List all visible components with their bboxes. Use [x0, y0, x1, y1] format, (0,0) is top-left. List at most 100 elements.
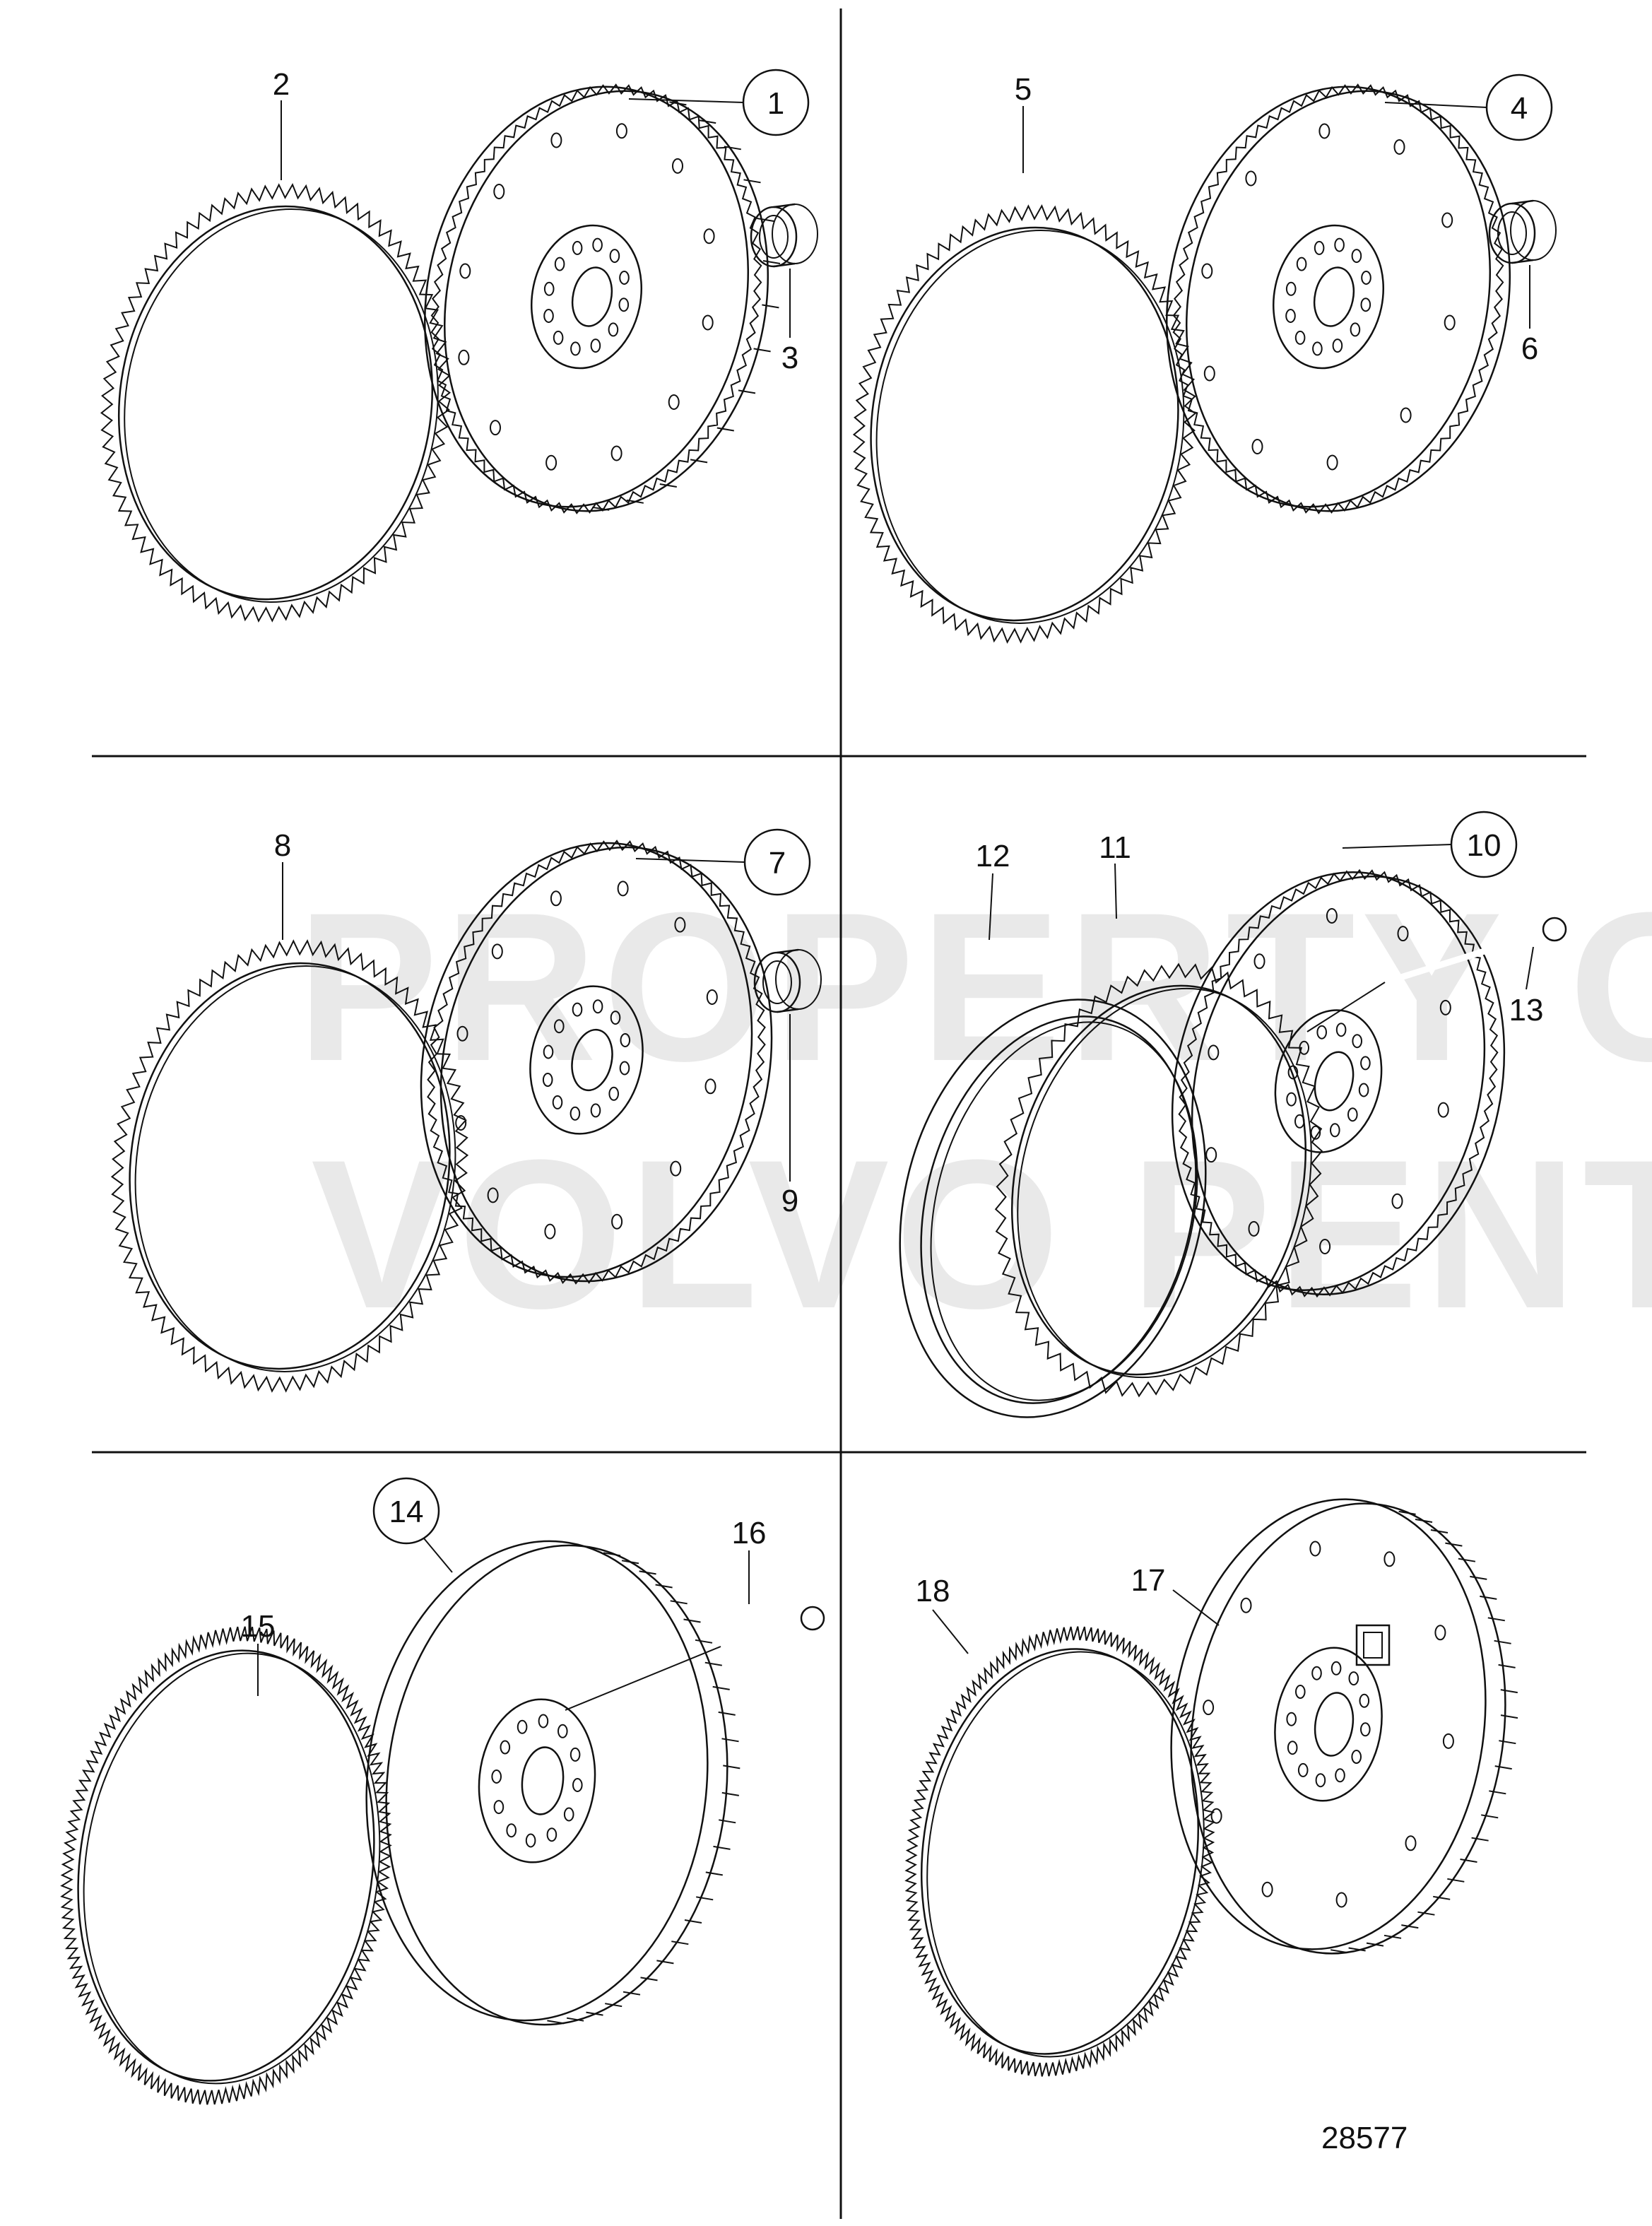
callout-3-text: 3: [781, 341, 798, 375]
flywheel-17-hub-hole: [1286, 1712, 1297, 1726]
flywheel-10-hub-hole: [1330, 1123, 1340, 1138]
flywheel-14-slot: [721, 1738, 739, 1743]
callout-11[interactable]: 11: [1099, 830, 1131, 865]
flywheel-7-hub-hole: [619, 1061, 630, 1076]
callout-7[interactable]: 7: [743, 828, 811, 896]
callout-1[interactable]: 1: [742, 69, 810, 136]
part-drawings: [60, 83, 1567, 2105]
bushing-3: [750, 203, 818, 268]
flywheel-1-bolt-hole: [672, 158, 683, 174]
flywheel-17-face: [1170, 1498, 1487, 1950]
callout-10[interactable]: 10: [1450, 811, 1518, 878]
flywheel-14-hub-hole: [572, 1778, 583, 1792]
flywheel-17-slot: [1460, 1859, 1477, 1863]
ring-gear-18-inner: [920, 1648, 1200, 2055]
flywheel-14-hub-hole: [525, 1833, 536, 1848]
flywheel-4-face: [1165, 86, 1492, 508]
callout-9[interactable]: 9: [781, 1184, 798, 1218]
flywheel-7-hub-hole: [542, 1073, 553, 1087]
flywheel-1-hub-hole: [553, 330, 564, 345]
flywheel-1-hub-hole: [572, 240, 583, 255]
bolt-13: [1381, 917, 1567, 986]
flywheel-1-slot: [762, 260, 781, 264]
ring-gear-5: [852, 204, 1197, 644]
flywheel-4: [1165, 83, 1511, 514]
flywheel-1-bolt-hole: [615, 123, 627, 139]
flywheel-17-hub-hole: [1335, 1768, 1345, 1783]
flywheel-1-slot: [724, 146, 741, 151]
bushing-3-bore: [759, 215, 789, 259]
callout-17-text: 17: [1131, 1563, 1166, 1598]
leader-12: [989, 873, 993, 941]
flywheel-17-hub-hole: [1315, 1773, 1326, 1788]
callout-16[interactable]: 16: [732, 1516, 767, 1550]
flywheel-14-hub-hole: [563, 1807, 574, 1822]
flywheel-17-bolt-hole: [1210, 1808, 1222, 1824]
flywheel-1-hub-hole: [609, 249, 620, 264]
flywheel-1-bolt-hole: [545, 454, 557, 471]
callout-3[interactable]: 3: [781, 341, 798, 375]
flywheel-17-hub: [1274, 1647, 1383, 1802]
flywheel-1-bolt-hole: [550, 132, 562, 148]
flywheel-14-slot: [683, 1618, 701, 1623]
callout-18[interactable]: 18: [916, 1574, 950, 1608]
ring-gear-15-inner: [77, 1649, 375, 2082]
callout-6[interactable]: 6: [1521, 331, 1538, 366]
flywheel-1-slot: [592, 506, 610, 511]
flywheel-14-hub-hole: [493, 1800, 505, 1815]
callout-2[interactable]: 2: [273, 67, 290, 102]
callout-16-text: 16: [732, 1516, 767, 1550]
callout-18-text: 18: [916, 1574, 950, 1608]
flywheel-1-slot: [716, 427, 734, 432]
bolt-16-shank-fill: [717, 1615, 816, 1650]
flywheel-1-hub-hole: [543, 281, 555, 296]
flywheel-10-hub-hole: [1316, 1025, 1327, 1040]
leader-14: [423, 1538, 453, 1573]
flywheel-14-hub-hole: [557, 1724, 568, 1738]
watermark: PROPERTY OF VOLVO PENTA: [297, 868, 1652, 1353]
callout-17[interactable]: 17: [1131, 1563, 1166, 1598]
flywheel-17-slot: [1494, 1765, 1512, 1770]
flywheel-14-slot: [670, 1600, 688, 1605]
callout-14[interactable]: 14: [372, 1477, 440, 1545]
flywheel-7-bolt-hole: [544, 1223, 556, 1239]
callout-12-text: 12: [976, 839, 1010, 873]
callout-13[interactable]: 13: [1509, 993, 1544, 1027]
callout-11-text: 11: [1099, 830, 1131, 865]
flywheel-14-slot: [684, 1919, 702, 1924]
flywheel-1-hub-hole: [618, 298, 630, 312]
flywheel-17-slot: [1499, 1740, 1516, 1745]
flywheel-4-hub-hole: [1360, 298, 1371, 312]
flywheel-4-bolt-hole: [1444, 314, 1456, 331]
flywheel-17-slot: [1348, 1947, 1366, 1952]
flywheel-10-bore: [1314, 1051, 1355, 1112]
flywheel-7-bolt-hole: [456, 1025, 468, 1042]
adapter-plate-12: [899, 999, 1207, 1418]
flywheel-1-bolt-hole: [610, 445, 623, 461]
flywheel-14-hub-hole: [546, 1827, 557, 1842]
flywheel-10-bolt-hole: [1326, 908, 1338, 924]
flywheel-17-slot: [1480, 1595, 1497, 1600]
callout-8[interactable]: 8: [274, 828, 291, 863]
ring-gear-5-teeth: [852, 204, 1197, 644]
flywheel-17-slot: [1500, 1714, 1518, 1719]
leader-16b: [565, 1646, 721, 1711]
flywheel-14-slot: [721, 1791, 739, 1796]
ring-gear-8-teeth: [110, 939, 469, 1393]
flywheel-17-bolt-hole: [1434, 1625, 1446, 1641]
callout-15[interactable]: 15: [241, 1609, 276, 1644]
flywheel-17-bolt-hole: [1261, 1881, 1273, 1897]
callout-12[interactable]: 12: [976, 839, 1010, 873]
callout-5[interactable]: 5: [1015, 72, 1032, 107]
flywheel-7-hub-hole: [554, 1019, 565, 1034]
flywheel-4-hub-hole: [1312, 341, 1323, 356]
flywheel-14-slot: [605, 2003, 623, 2008]
flywheel-17-slot: [1433, 1895, 1451, 1900]
ring-gear-18-teeth: [904, 1626, 1215, 2077]
leader-10: [1342, 844, 1452, 849]
flywheel-10-hub-hole: [1347, 1107, 1358, 1122]
flywheel-10-bolt-hole: [1437, 1102, 1449, 1118]
flywheel-4-bolt-hole: [1326, 454, 1338, 471]
callout-4[interactable]: 4: [1485, 73, 1553, 141]
leader-13: [1526, 946, 1534, 990]
